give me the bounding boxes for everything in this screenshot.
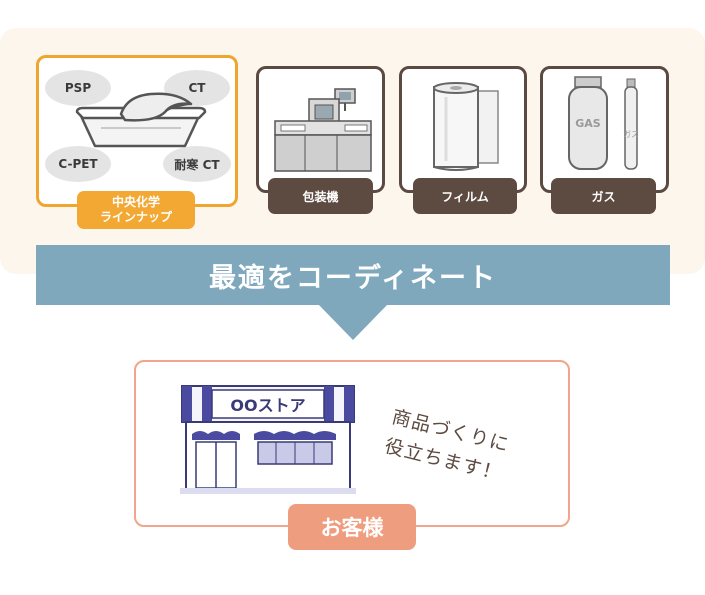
store-sign: OOストア [230, 396, 305, 415]
gas-small-cylinder-text: ガス [623, 129, 639, 139]
packaging-machine-text: 包装機 [302, 189, 339, 204]
packaging-machine-label: 包装機 [268, 178, 373, 214]
gas-cylinder-text: GAS [575, 117, 601, 130]
lineup-card: PSP CT C-PET 耐寒 CT [36, 55, 238, 207]
caption-line-2: ラインナップ [99, 210, 172, 224]
packaging-machine-card [256, 66, 385, 193]
gas-card: GAS ガス [540, 66, 669, 193]
customer-label: お客様 [288, 504, 416, 550]
film-roll-icon [433, 82, 499, 171]
oval-cold-ct: 耐寒 CT [163, 146, 231, 182]
gas-cylinder-icon: GAS ガス [568, 76, 639, 170]
coordinate-banner: 最適をコーディネート [36, 245, 670, 305]
packaging-machine-icon [274, 88, 372, 172]
film-card [399, 66, 527, 193]
label-cpet: C-PET [58, 157, 98, 171]
down-arrow-icon [318, 304, 388, 340]
banner-text: 最適をコーディネート [208, 262, 498, 294]
store-icon: OOストア [180, 385, 356, 494]
customer-text: お客様 [320, 516, 384, 540]
oval-psp: PSP [45, 70, 111, 106]
film-label: フィルム [413, 178, 517, 214]
gas-label: ガス [551, 178, 656, 214]
oval-cpet: C-PET [45, 146, 111, 182]
label-psp: PSP [64, 81, 92, 95]
gas-text: ガス [591, 189, 616, 204]
food-tray-icon [75, 92, 207, 148]
label-cold-ct: 耐寒 CT [174, 157, 220, 172]
film-text: フィルム [441, 189, 489, 204]
caption-line-1: 中央化学 [111, 195, 160, 209]
label-ct: CT [188, 81, 206, 95]
lineup-caption: 中央化学 ラインナップ [77, 191, 195, 229]
